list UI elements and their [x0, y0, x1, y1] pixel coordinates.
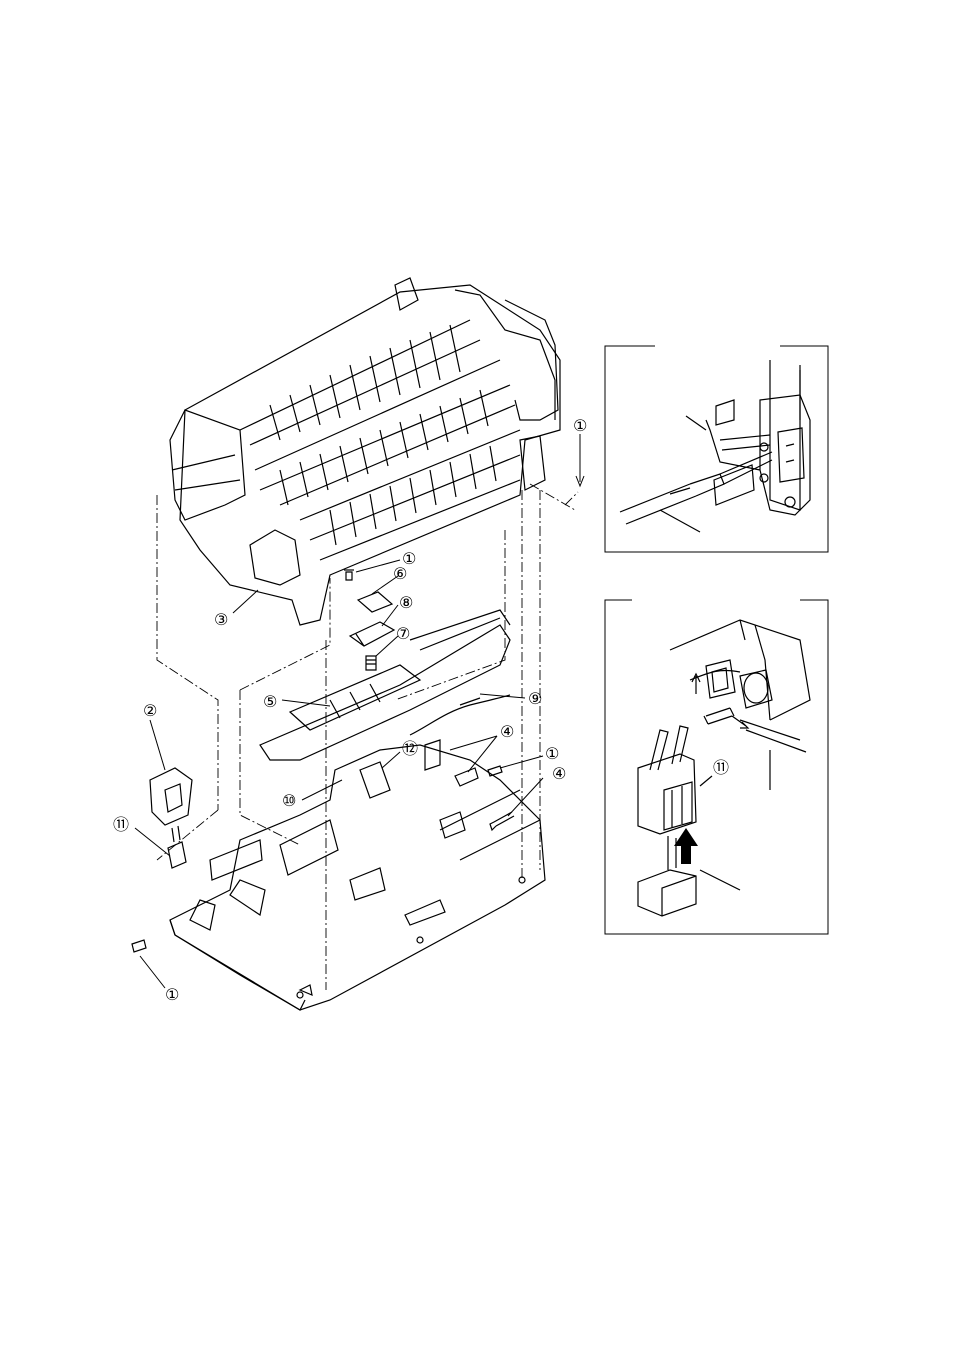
main-frame-assembly [170, 278, 560, 625]
up-arrow-icon [674, 828, 698, 864]
callout-2: ② [143, 701, 157, 720]
leader-lines [135, 434, 584, 988]
callout-11-left: ⑪ [113, 815, 129, 834]
callout-4-upper: ④ [500, 722, 514, 741]
callout-4-lower: ④ [552, 764, 566, 783]
callout-1-top-right: ① [573, 416, 587, 435]
base-plate [132, 745, 545, 1010]
assembly-guide-lines [157, 484, 578, 990]
detail-box-screwdriver [605, 346, 828, 552]
callout-3: ③ [214, 610, 228, 629]
callout-10: ⑩ [282, 791, 296, 810]
callout-1-bottom-left: ① [165, 985, 179, 1004]
detail-box-connector: ⑪ [605, 600, 828, 934]
callout-12: ⑫ [402, 739, 418, 758]
middle-parts [260, 570, 514, 830]
callout-1-right: ① [545, 744, 559, 763]
callout-7: ⑦ [396, 624, 410, 643]
callout-6: ⑥ [393, 564, 407, 583]
callout-9: ⑨ [528, 689, 542, 708]
callout-8: ⑧ [399, 593, 413, 612]
callout-5: ⑤ [263, 692, 277, 711]
callout-11-detail: ⑪ [713, 758, 729, 777]
